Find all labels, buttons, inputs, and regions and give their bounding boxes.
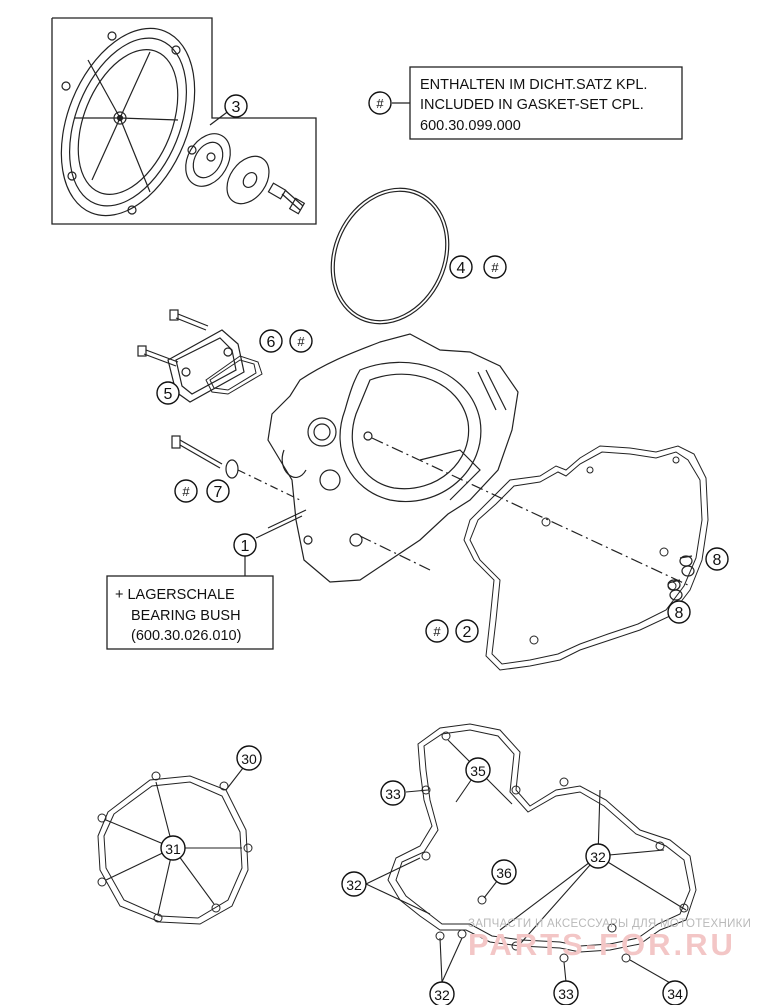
callout-34: 34 — [662, 980, 688, 1005]
gasket-note-line2: INCLUDED IN GASKET-SET CPL. — [420, 97, 644, 113]
svg-text:33: 33 — [558, 986, 574, 1002]
callout-31: 31 — [160, 835, 186, 861]
svg-text:32: 32 — [346, 877, 362, 893]
svg-text:32: 32 — [590, 849, 606, 865]
svg-text:8: 8 — [675, 605, 684, 622]
svg-text:2: 2 — [463, 624, 472, 641]
svg-text:6: 6 — [267, 334, 276, 351]
callout-32-bottom: 32 — [429, 981, 455, 1005]
svg-text:30: 30 — [241, 751, 257, 767]
watermark-caption: ЗАПЧАСТИ И АКСЕССУАРЫ ДЛЯ МОТОТЕХНИКИ — [468, 918, 751, 930]
callout-4: 4 # — [449, 255, 507, 279]
callout-8-upper: 8 — [705, 547, 729, 571]
bearing-note-line2: BEARING BUSH — [131, 608, 241, 624]
o-ring-part-4 — [330, 187, 450, 325]
svg-text:36: 36 — [496, 865, 512, 881]
callout-6: 6 # — [259, 329, 313, 353]
gasket-part-2 — [463, 445, 709, 671]
bearing-bush-note: + LAGERSCHALE BEARING BUSH (600.30.026.0… — [106, 575, 274, 650]
svg-text:#: # — [376, 96, 384, 111]
svg-text:34: 34 — [667, 986, 683, 1002]
clutch-cover-part-1 — [267, 333, 691, 587]
clutch-cover-detail — [51, 17, 317, 225]
gasket-set-note: # ENTHALTEN IM DICHT.SATZ KPL. INCLUDED … — [368, 66, 683, 140]
gasket-note-line3: 600.30.099.000 — [420, 118, 521, 134]
svg-text:32: 32 — [434, 987, 450, 1003]
svg-text:3: 3 — [232, 99, 241, 116]
callout-36: 36 — [491, 859, 517, 885]
callout-32-right: 32 — [585, 843, 611, 869]
svg-text:35: 35 — [470, 763, 486, 779]
svg-text:#: # — [491, 260, 499, 275]
svg-text:33: 33 — [385, 786, 401, 802]
callout-3: 3 — [224, 94, 248, 118]
callout-1: 1 — [233, 515, 303, 576]
callout-35: 35 — [465, 757, 491, 783]
pump-cover-part-5 — [137, 309, 263, 403]
svg-text:4: 4 — [457, 260, 466, 277]
svg-text:1: 1 — [241, 538, 250, 555]
bearing-note-line3: (600.30.026.010) — [131, 628, 241, 644]
svg-text:#: # — [182, 484, 190, 499]
bearing-note-line1: + LAGERSCHALE — [115, 587, 235, 603]
svg-text:#: # — [433, 624, 441, 639]
callout-8-lower: 8 — [667, 600, 691, 624]
callout-2: # 2 — [425, 619, 479, 643]
svg-text:#: # — [297, 334, 305, 349]
gasket-note-line1: ENTHALTEN IM DICHT.SATZ KPL. — [420, 77, 647, 93]
callout-30: 30 — [236, 745, 262, 771]
watermark-brand: PARTS-FOR.RU — [468, 927, 736, 962]
watermark: ЗАПЧАСТИ И АКСЕССУАРЫ ДЛЯ МОТОТЕХНИКИ PA… — [468, 918, 751, 962]
callout-32-left: 32 — [341, 871, 367, 897]
dowel-pins-part-8 — [667, 555, 695, 601]
callout-33-bottom: 33 — [553, 980, 579, 1005]
callout-33-left: 33 — [380, 780, 406, 806]
svg-text:8: 8 — [713, 552, 722, 569]
callout-5: 5 — [156, 381, 180, 405]
svg-text:7: 7 — [214, 484, 223, 501]
svg-text:31: 31 — [165, 841, 181, 857]
callout-7: # 7 — [174, 479, 230, 503]
svg-text:5: 5 — [164, 386, 173, 403]
bolt-part-7 — [171, 435, 301, 501]
